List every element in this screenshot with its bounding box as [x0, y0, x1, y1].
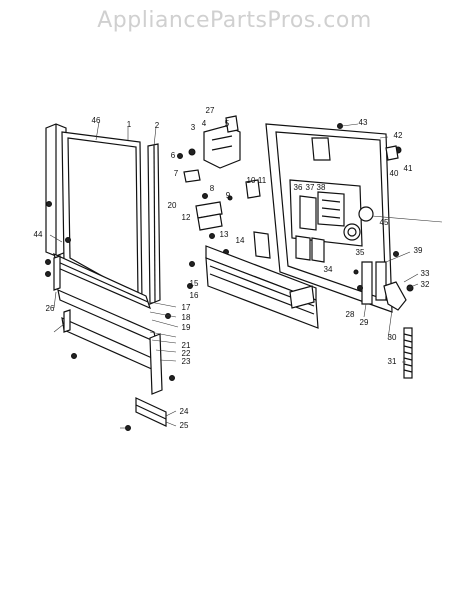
- label-21: 21: [182, 341, 191, 350]
- door-spring: [403, 327, 413, 379]
- screws: [45, 201, 175, 431]
- label-24: 24: [180, 407, 189, 416]
- label-28: 28: [346, 310, 355, 319]
- label-32: 32: [421, 280, 430, 289]
- label-4: 4: [202, 119, 207, 128]
- lower-rail-assembly: [187, 245, 319, 329]
- label-16: 16: [190, 291, 199, 300]
- leader-lines: [49, 121, 443, 429]
- label-12: 12: [182, 213, 191, 222]
- label-25: 25: [180, 421, 189, 430]
- label-9-upper: 9: [226, 191, 231, 200]
- label-42: 42: [394, 131, 403, 140]
- latch-assembly: [177, 115, 261, 255]
- label-31: 31: [388, 357, 397, 366]
- label-1: 1: [127, 120, 132, 129]
- door-panel-assembly: [45, 123, 167, 427]
- label-40: 40: [390, 169, 399, 178]
- label-38: 38: [317, 183, 326, 192]
- label-23: 23: [182, 357, 191, 366]
- label-2: 2: [155, 121, 160, 130]
- label-6: 6: [171, 151, 176, 160]
- label-43: 43: [359, 118, 368, 127]
- label-15: 15: [190, 279, 199, 288]
- label-11: 11: [258, 176, 267, 185]
- label-45: 45: [380, 218, 389, 227]
- label-26: 26: [46, 304, 55, 313]
- label-19-left: 19: [182, 323, 191, 332]
- inner-door-panel: [253, 123, 414, 313]
- label-22: 22: [182, 349, 191, 358]
- label-18: 18: [182, 313, 191, 322]
- label-20: 20: [168, 201, 177, 210]
- label-41: 41: [404, 164, 413, 173]
- label-17-a: 17: [182, 303, 191, 312]
- label-34: 34: [324, 265, 333, 274]
- label-10: 10: [247, 176, 256, 185]
- watermark: AppliancePartsPros.com: [97, 8, 372, 33]
- label-46-top: 46: [92, 116, 101, 125]
- label-44: 44: [34, 230, 43, 239]
- label-29: 29: [360, 318, 369, 327]
- label-35: 35: [356, 248, 365, 257]
- label-37: 37: [306, 183, 315, 192]
- label-39: 39: [414, 246, 423, 255]
- label-5: 5: [225, 119, 230, 128]
- label-30: 30: [388, 333, 397, 342]
- label-27: 27: [206, 106, 215, 115]
- label-13: 13: [220, 230, 229, 239]
- label-3: 3: [191, 123, 196, 132]
- label-33: 33: [421, 269, 430, 278]
- part-labels: 46 1 2 27 3 4 5 6 7 8 9 10 11 12 13 14 1…: [34, 106, 430, 430]
- label-8: 8: [210, 184, 215, 193]
- label-7: 7: [174, 169, 179, 178]
- label-36: 36: [294, 183, 303, 192]
- label-14: 14: [236, 236, 245, 245]
